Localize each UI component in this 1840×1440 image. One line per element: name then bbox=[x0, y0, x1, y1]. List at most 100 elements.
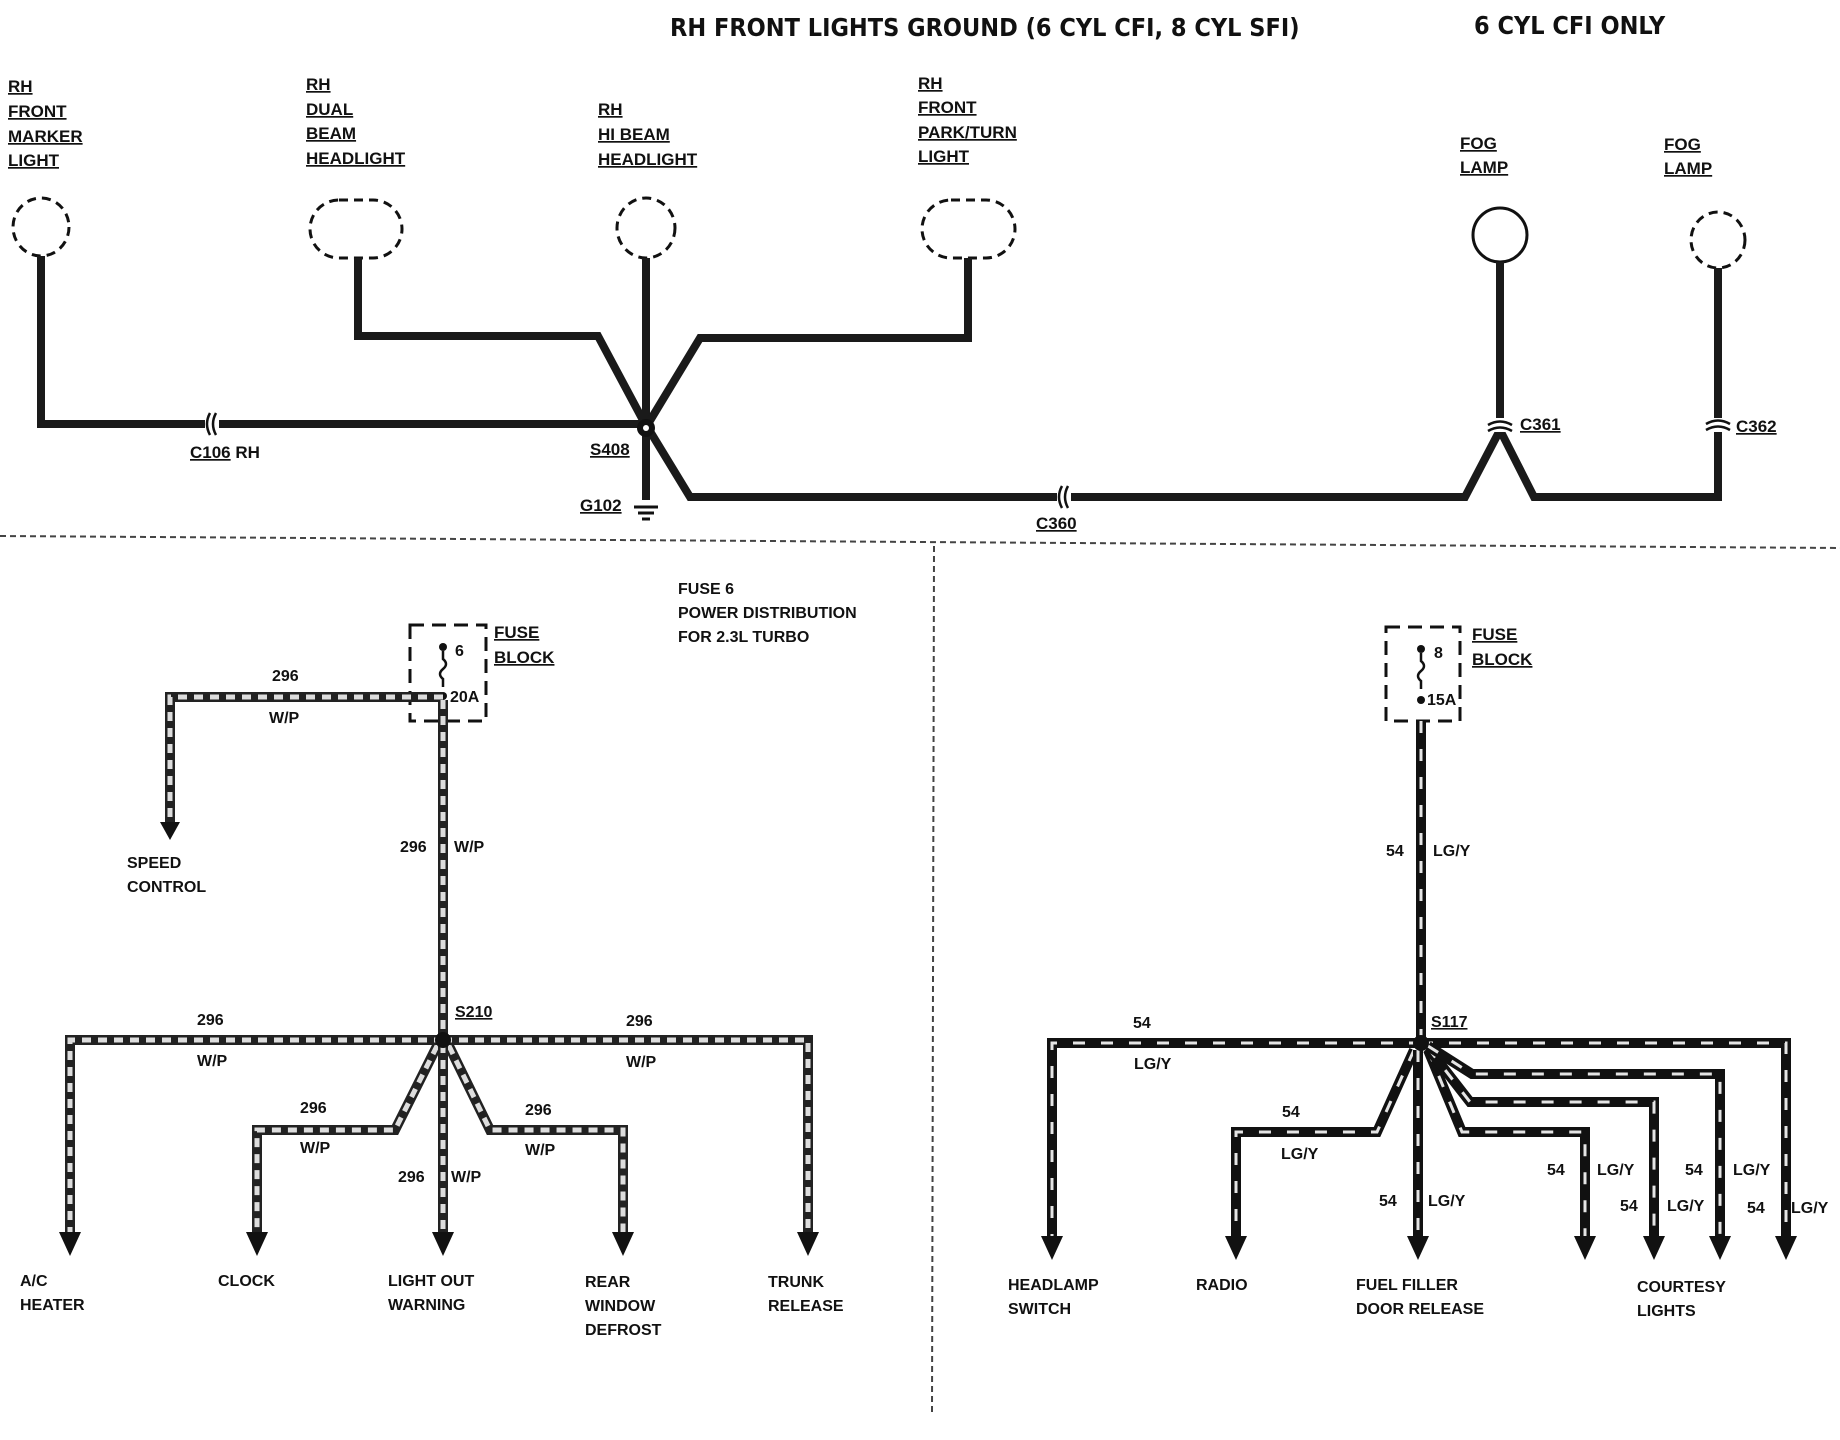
svg-text:POWER DISTRIBUTION: POWER DISTRIBUTION bbox=[678, 605, 857, 622]
wire-lgy-courtesy-2: LG/Y bbox=[1667, 1198, 1705, 1215]
svg-text:RH: RH bbox=[598, 100, 623, 119]
c106-label: C106 RH bbox=[190, 443, 260, 462]
s210-label: S210 bbox=[455, 1004, 492, 1021]
svg-text:FUSE 6: FUSE 6 bbox=[678, 581, 734, 598]
svg-text:HEADLIGHT: HEADLIGHT bbox=[598, 150, 698, 169]
wire-54-headlamp: 54 bbox=[1133, 1015, 1151, 1032]
wire-wp-clock: W/P bbox=[300, 1140, 331, 1157]
wire-wp-speed: W/P bbox=[269, 710, 300, 727]
rear-defrost-arrow-icon bbox=[612, 1232, 634, 1256]
courtesy-3-arrow-icon bbox=[1709, 1236, 1731, 1260]
label-fog-lamp-1: FOG LAMP bbox=[1460, 134, 1508, 177]
wire-lgy-main: LG/Y bbox=[1433, 843, 1471, 860]
fuse6-note: FUSE 6 POWER DISTRIBUTION FOR 2.3L TURBO bbox=[678, 581, 857, 646]
svg-text:LAMP: LAMP bbox=[1460, 158, 1508, 177]
wire-296-lightout: 296 bbox=[398, 1169, 425, 1186]
label-rh-hi-beam-headlight: RH HI BEAM HEADLIGHT bbox=[598, 100, 698, 169]
dest-ac-heater: A/C HEATER bbox=[20, 1273, 85, 1314]
c361-label: C361 bbox=[1520, 415, 1561, 434]
wire-54-radio: 54 bbox=[1282, 1104, 1300, 1121]
label-rh-front-marker-light: RH FRONT MARKER LIGHT bbox=[8, 77, 83, 170]
fuse-block-label-right: FUSE BLOCK bbox=[1472, 625, 1533, 669]
wp-wires bbox=[65, 692, 813, 1232]
fuse-8-rating: 15A bbox=[1427, 692, 1457, 709]
hi-beam-headlight-icon bbox=[615, 196, 677, 260]
park-turn-light-icon bbox=[920, 198, 1017, 260]
wire-lgy-radio: LG/Y bbox=[1281, 1146, 1319, 1163]
svg-text:BLOCK: BLOCK bbox=[494, 648, 555, 667]
svg-text:DOOR RELEASE: DOOR RELEASE bbox=[1356, 1301, 1484, 1318]
svg-text:RH: RH bbox=[918, 74, 943, 93]
dest-fuel-filler-door-release: FUEL FILLER DOOR RELEASE bbox=[1356, 1277, 1484, 1318]
svg-text:SWITCH: SWITCH bbox=[1008, 1301, 1071, 1318]
ground-wires bbox=[37, 256, 1722, 501]
svg-text:HEADLIGHT: HEADLIGHT bbox=[306, 149, 406, 168]
wire-296-trunk: 296 bbox=[626, 1013, 653, 1030]
svg-text:FUEL FILLER: FUEL FILLER bbox=[1356, 1277, 1458, 1294]
dest-light-out-warning: LIGHT OUT WARNING bbox=[388, 1273, 474, 1314]
svg-text:DEFROST: DEFROST bbox=[585, 1322, 662, 1339]
svg-text:WARNING: WARNING bbox=[388, 1297, 465, 1314]
horizontal-divider bbox=[0, 535, 1840, 549]
ground-g102-icon bbox=[634, 505, 658, 521]
connector-c362-icon bbox=[1705, 418, 1731, 432]
wire-296-clock: 296 bbox=[300, 1100, 327, 1117]
title-6cyl-cfi-only: 6 CYL CFI ONLY bbox=[1474, 11, 1666, 40]
courtesy-4-arrow-icon bbox=[1775, 1236, 1797, 1260]
wire-wp-lightout: W/P bbox=[451, 1169, 482, 1186]
title-rh-front-lights-ground: RH FRONT LIGHTS GROUND (6 CYL CFI, 8 CYL… bbox=[670, 13, 1300, 42]
splice-s117-dot bbox=[1413, 1035, 1429, 1051]
wire-54-courtesy-4: 54 bbox=[1747, 1200, 1765, 1217]
svg-text:FUSE: FUSE bbox=[494, 623, 539, 642]
svg-text:HEATER: HEATER bbox=[20, 1297, 85, 1314]
headlamp-switch-arrow-icon bbox=[1041, 1236, 1063, 1260]
clock-arrow-icon bbox=[246, 1232, 268, 1256]
c360-label: C360 bbox=[1036, 514, 1077, 533]
svg-text:BLOCK: BLOCK bbox=[1472, 650, 1533, 669]
svg-text:SPEED: SPEED bbox=[127, 855, 181, 872]
vertical-divider bbox=[931, 545, 935, 1413]
svg-text:FRONT: FRONT bbox=[918, 98, 977, 117]
svg-text:LAMP: LAMP bbox=[1664, 159, 1712, 178]
wire-54-courtesy-3: 54 bbox=[1685, 1162, 1703, 1179]
dest-radio: RADIO bbox=[1196, 1277, 1248, 1294]
svg-text:LIGHTS: LIGHTS bbox=[1637, 1303, 1696, 1320]
svg-text:FOG: FOG bbox=[1664, 135, 1701, 154]
wire-296-defrost: 296 bbox=[525, 1102, 552, 1119]
svg-text:HI BEAM: HI BEAM bbox=[598, 125, 670, 144]
dest-clock: CLOCK bbox=[218, 1273, 275, 1290]
label-rh-dual-beam-headlight: RH DUAL BEAM HEADLIGHT bbox=[306, 75, 406, 168]
wire-lgy-courtesy-3: LG/Y bbox=[1733, 1162, 1771, 1179]
radio-arrow-icon bbox=[1225, 1236, 1247, 1260]
wire-lgy-courtesy-1: LG/Y bbox=[1597, 1162, 1635, 1179]
fuse-6-element-icon bbox=[438, 643, 448, 700]
svg-text:HEADLAMP: HEADLAMP bbox=[1008, 1277, 1099, 1294]
svg-text:LIGHT: LIGHT bbox=[8, 151, 60, 170]
svg-text:RELEASE: RELEASE bbox=[768, 1298, 844, 1315]
wire-lgy-headlamp: LG/Y bbox=[1134, 1056, 1172, 1073]
fuse-6-rating: 20A bbox=[450, 689, 480, 706]
dest-courtesy-lights: COURTESY LIGHTS bbox=[1637, 1279, 1726, 1320]
dest-trunk-release: TRUNK RELEASE bbox=[768, 1274, 844, 1315]
c362-label: C362 bbox=[1736, 417, 1777, 436]
fuse-8-number: 8 bbox=[1434, 645, 1443, 662]
wire-54-courtesy-1: 54 bbox=[1547, 1162, 1565, 1179]
svg-text:RH: RH bbox=[306, 75, 331, 94]
svg-text:MARKER: MARKER bbox=[8, 127, 83, 146]
g102-label: G102 bbox=[580, 496, 622, 515]
marker-light-bulb-icon bbox=[11, 196, 71, 258]
wire-54-main: 54 bbox=[1386, 843, 1404, 860]
svg-text:TRUNK: TRUNK bbox=[768, 1274, 824, 1291]
svg-text:BEAM: BEAM bbox=[306, 124, 356, 143]
svg-text:REAR: REAR bbox=[585, 1274, 631, 1291]
label-fog-lamp-2: FOG LAMP bbox=[1664, 135, 1712, 178]
wire-296-ac: 296 bbox=[197, 1012, 224, 1029]
fuse-block-label-left: FUSE BLOCK bbox=[494, 623, 555, 667]
label-rh-front-park-turn-light: RH FRONT PARK/TURN LIGHT bbox=[918, 74, 1017, 166]
svg-text:PARK/TURN: PARK/TURN bbox=[918, 123, 1017, 142]
wire-lgy-fuel: LG/Y bbox=[1428, 1193, 1466, 1210]
svg-text:COURTESY: COURTESY bbox=[1637, 1279, 1726, 1296]
fuse-8-element-icon bbox=[1416, 645, 1426, 704]
wire-54-courtesy-2: 54 bbox=[1620, 1198, 1638, 1215]
